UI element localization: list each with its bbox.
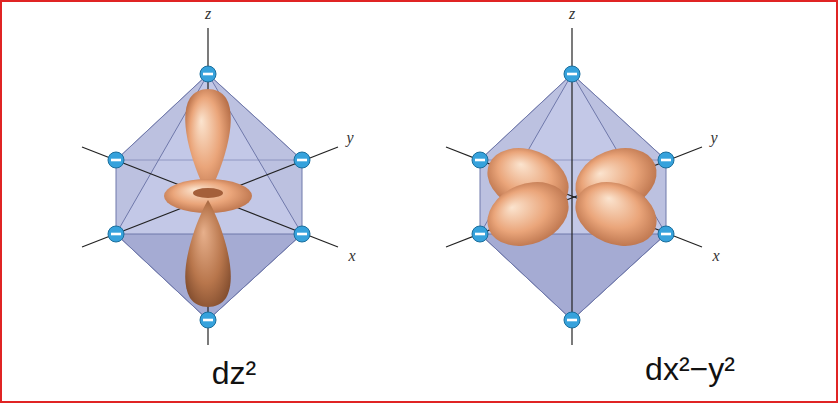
- orbital-label: dx²−y²: [645, 352, 735, 387]
- ligand-dot: [564, 66, 580, 82]
- octahedron-face: [480, 234, 666, 320]
- octahedron-edges: [116, 74, 302, 320]
- ligand-dot: [108, 226, 124, 242]
- axis-label: y: [710, 129, 717, 147]
- axis-label: x: [348, 247, 355, 265]
- torus-hole: [193, 188, 223, 198]
- orbital-label: dz²: [212, 356, 256, 391]
- ligand-dot: [658, 226, 674, 242]
- ligand-dot: [294, 152, 310, 168]
- axis-lines: [446, 28, 702, 345]
- orbital-lobe: [566, 171, 666, 258]
- orbital-lobe: [478, 171, 578, 258]
- orbital-lobe: [185, 200, 231, 307]
- octahedron-left: [82, 28, 338, 345]
- axis-label: x: [712, 247, 719, 265]
- dz2-orbital: [164, 89, 252, 307]
- octahedron-body: [116, 74, 302, 320]
- ligand-dot: [658, 152, 674, 168]
- ligand-dot: [200, 66, 216, 82]
- ligand-dot: [294, 226, 310, 242]
- ligand-dot: [200, 312, 216, 328]
- ligand-dot: [108, 152, 124, 168]
- axis-label: y: [346, 129, 353, 147]
- ligand-dot: [472, 226, 488, 242]
- ligand-dot: [472, 152, 488, 168]
- dx2-y2-orbital: [478, 137, 666, 258]
- axis-label: z: [205, 5, 211, 23]
- ligand-dot: [564, 312, 580, 328]
- octahedron-right: [446, 28, 702, 345]
- axis-lines: [82, 28, 338, 345]
- axis-label: z: [569, 5, 575, 23]
